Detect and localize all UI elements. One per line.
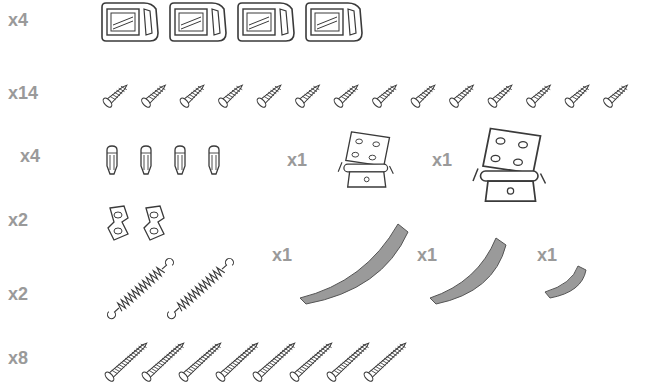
long-screw (363, 339, 410, 382)
screw (564, 81, 593, 109)
clip-bracket (170, 3, 226, 41)
screw (217, 81, 246, 109)
cable-clip (108, 206, 128, 240)
hinge-bracket (473, 129, 546, 202)
screw (333, 81, 362, 109)
screw (294, 81, 323, 109)
screw (371, 81, 400, 109)
quantity-label: x1 (432, 151, 452, 169)
quantity-label: x1 (417, 246, 437, 264)
rubber-strip (430, 238, 506, 304)
clip-bracket (102, 3, 158, 41)
screw (102, 81, 131, 109)
quantity-label: x14 (8, 84, 38, 102)
screw (525, 81, 554, 109)
cable-clip (144, 206, 164, 240)
quantity-label: x8 (8, 349, 28, 367)
rubber-strip (545, 266, 586, 298)
clip-bracket (306, 3, 362, 41)
screw (410, 81, 439, 109)
rubber-strip (300, 224, 408, 304)
quantity-label: x1 (272, 246, 292, 264)
clip-bracket (238, 3, 294, 41)
wall-anchor (107, 146, 117, 174)
quantity-label: x4 (8, 11, 28, 29)
wall-anchor (141, 146, 151, 174)
screw (602, 81, 631, 109)
screw (179, 81, 208, 109)
quantity-label: x2 (8, 285, 28, 303)
screw (140, 81, 169, 109)
screw (487, 81, 516, 109)
screw (448, 81, 477, 109)
quantity-label: x1 (537, 246, 557, 264)
wall-anchor (175, 146, 185, 174)
quantity-label: x1 (287, 151, 307, 169)
screw (256, 81, 285, 109)
quantity-label: x2 (8, 211, 28, 229)
hinge-bracket (338, 132, 393, 187)
quantity-label: x4 (20, 147, 40, 165)
tension-spring (166, 256, 236, 320)
tension-spring (106, 256, 176, 320)
wall-anchor (209, 146, 219, 174)
